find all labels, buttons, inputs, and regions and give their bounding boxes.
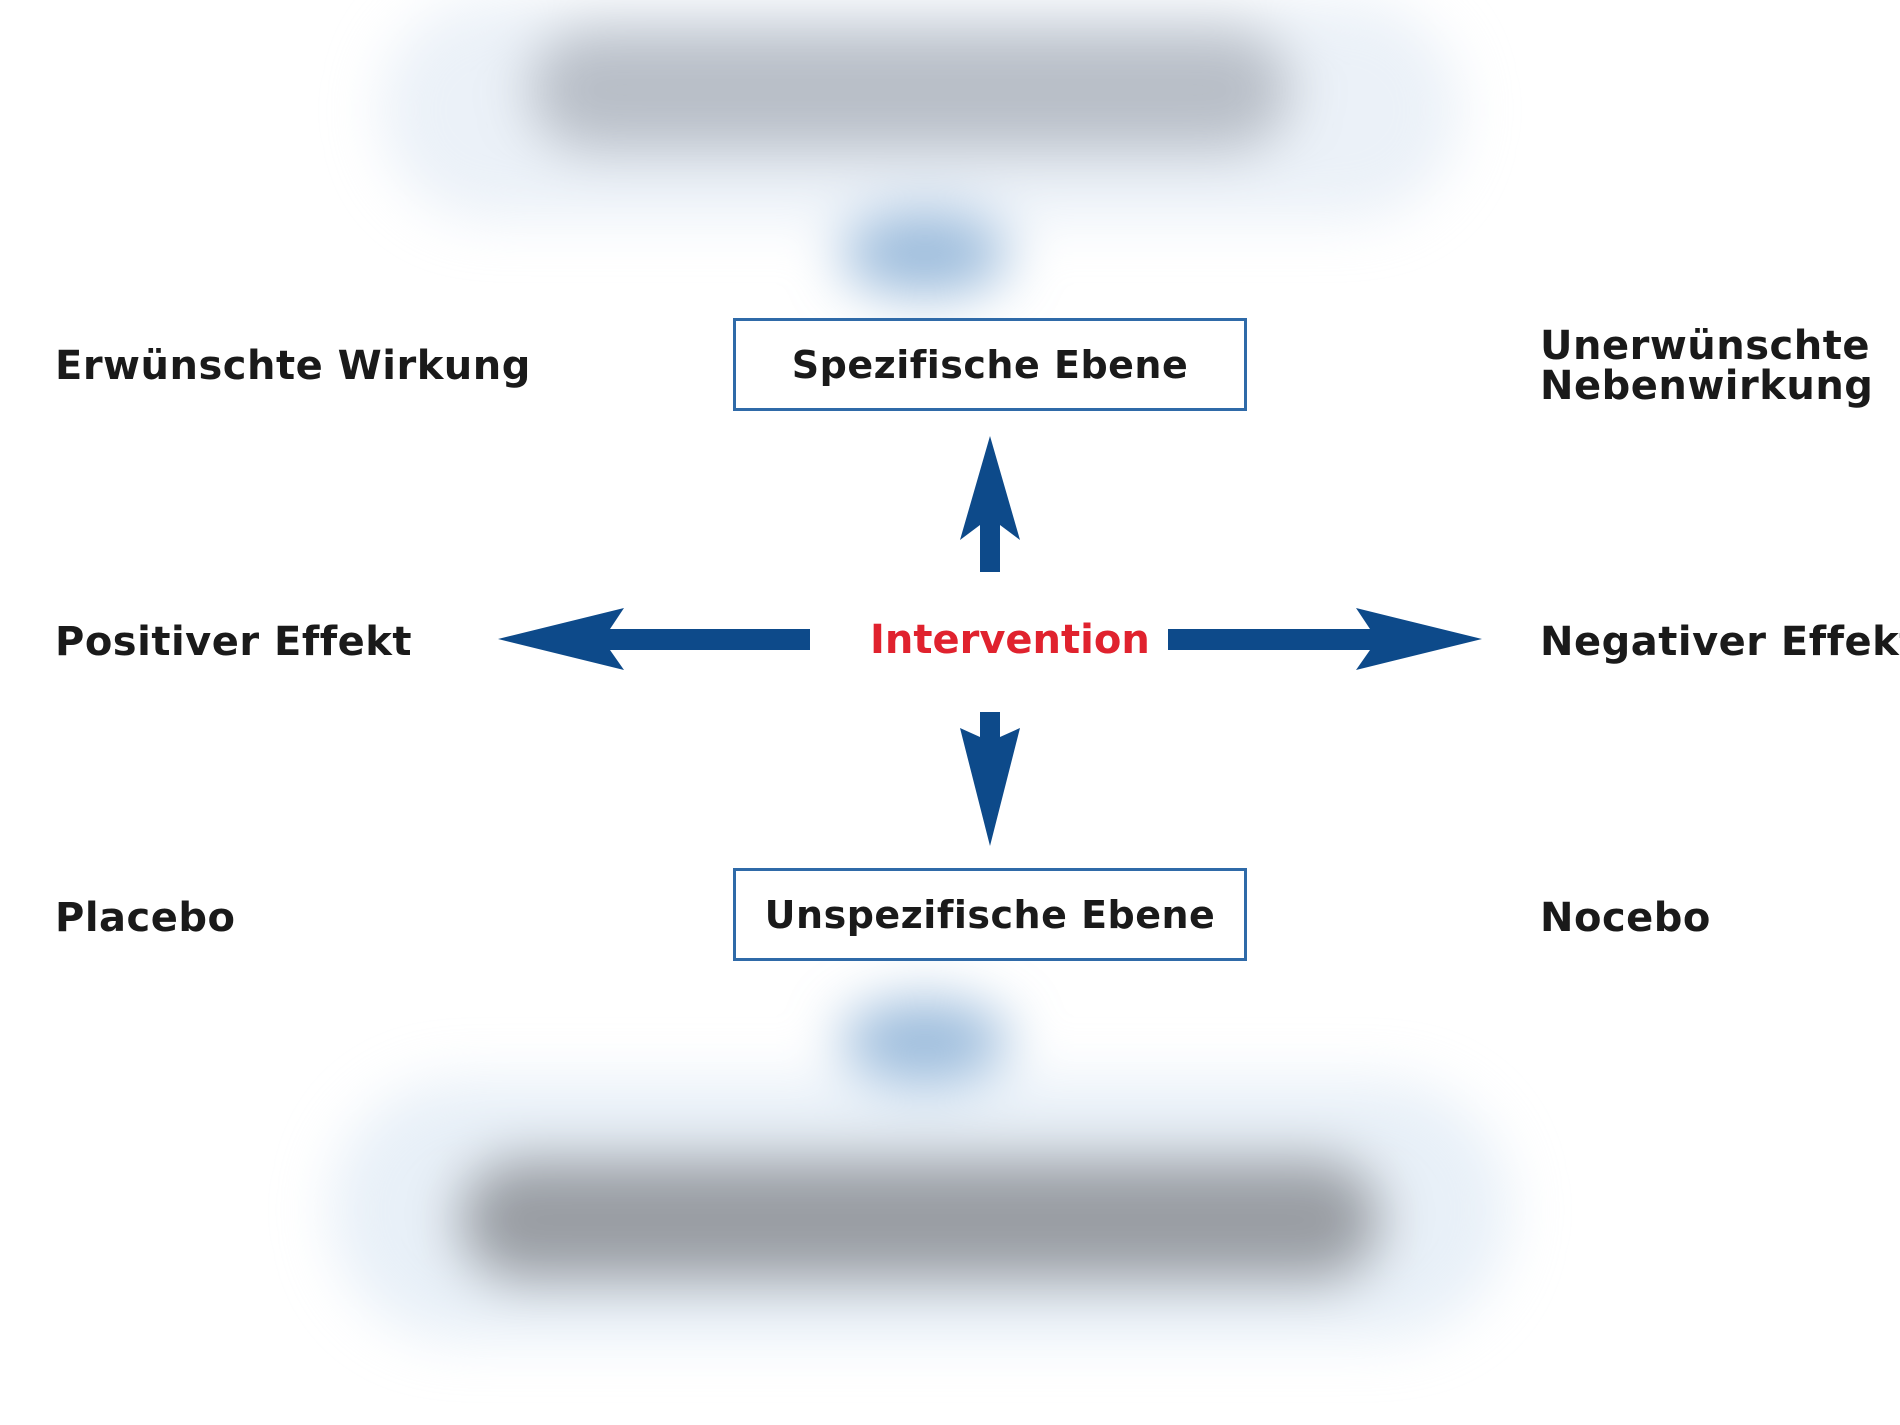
left-label-placebo: Placebo: [55, 895, 236, 941]
left-label-positive-effect: Positiver Effekt: [55, 619, 412, 665]
right-label-negative-effect: Negativer Effekt: [1540, 619, 1900, 665]
blurred-bottom-connector: [840, 1000, 1010, 1080]
intervention-label: Intervention: [870, 617, 1150, 663]
right-label-undesired-line2: Nebenwirkung: [1540, 363, 1874, 409]
arrow-down-icon: [960, 712, 1020, 846]
right-label-undesired-line1: Unerwünschte: [1540, 323, 1870, 369]
unspecific-level-label: Unspezifische Ebene: [764, 892, 1216, 937]
arrow-right-icon: [1168, 608, 1482, 670]
blurred-top-header-halo: [380, 0, 1460, 220]
unspecific-level-box: Unspezifische Ebene: [733, 868, 1247, 961]
blurred-bottom-footer: [460, 1160, 1380, 1280]
arrow-left-icon: [498, 608, 810, 670]
specific-level-label: Spezifische Ebene: [791, 342, 1189, 387]
blurred-top-header: [530, 30, 1290, 150]
specific-level-box: Spezifische Ebene: [733, 318, 1247, 411]
left-label-desired-effect: Erwünschte Wirkung: [55, 343, 531, 389]
right-label-nocebo: Nocebo: [1540, 895, 1711, 941]
arrow-up-icon: [960, 436, 1020, 572]
blurred-top-connector: [840, 215, 1010, 295]
